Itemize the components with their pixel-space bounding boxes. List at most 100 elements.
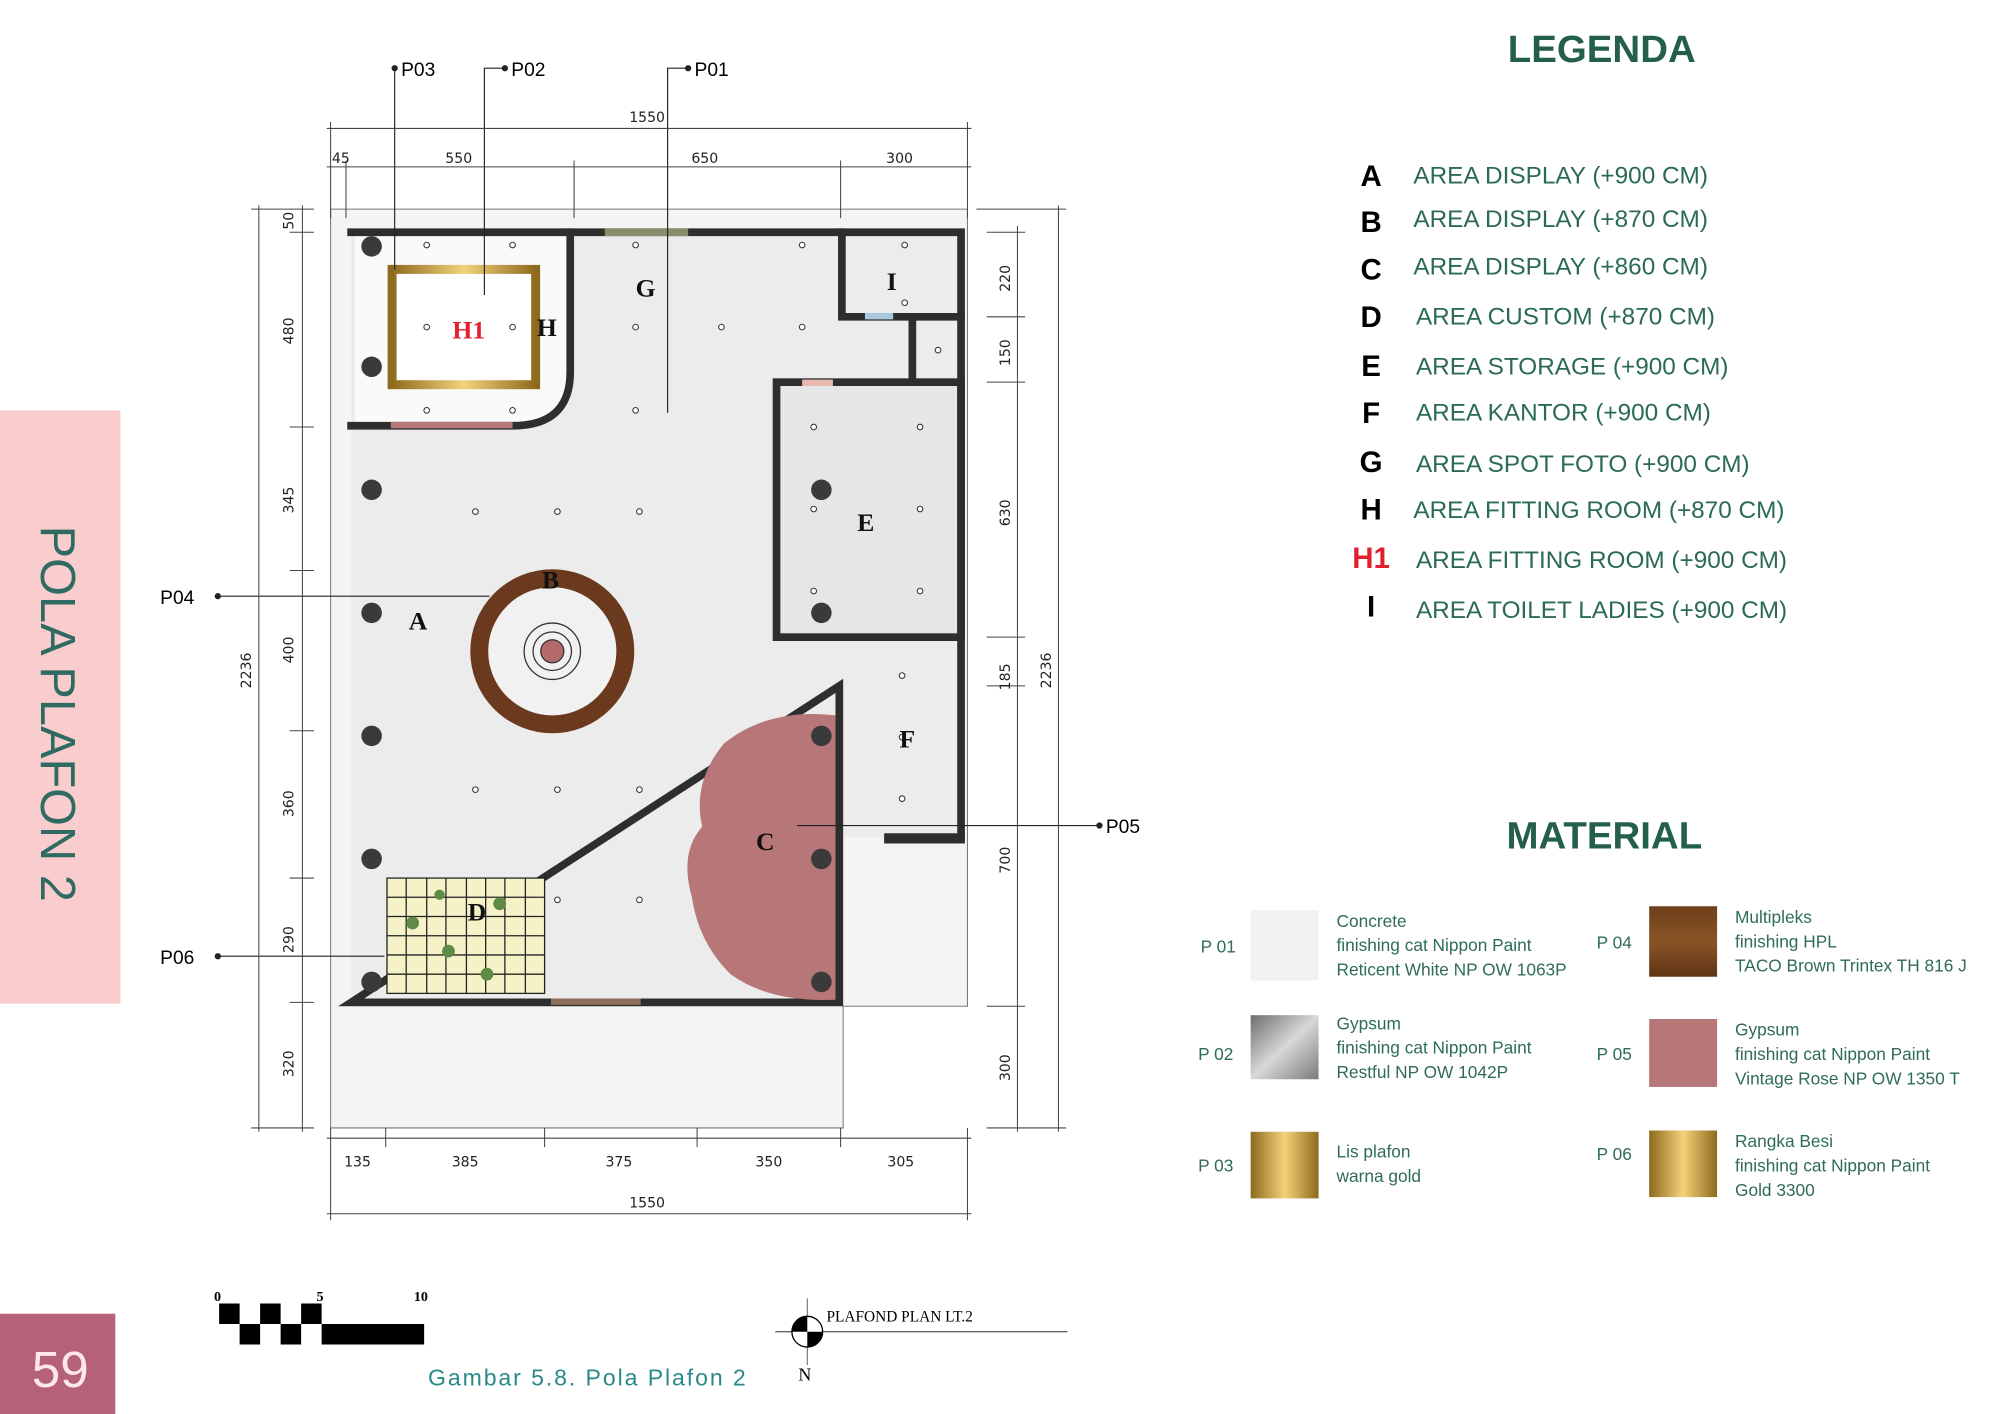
legend-label: AREA SPOT FOTO (+900 CM) — [1416, 451, 1750, 478]
legend-key: I — [1367, 591, 1375, 624]
material-item: P 06 Rangka Besi finishing cat Nippon Pa… — [1597, 1130, 1930, 1200]
legend-label: AREA KANTOR (+900 CM) — [1416, 400, 1711, 427]
storage-wall — [772, 378, 965, 642]
legend-key: D — [1360, 301, 1381, 334]
material-section: MATERIAL P 01 Concrete finishing cat Nip… — [1198, 815, 1967, 1200]
legend-label: AREA DISPLAY (+870 CM) — [1413, 206, 1708, 233]
dim-bottom: 305 — [887, 1154, 914, 1170]
dim-right: 150 — [998, 339, 1014, 366]
dim-left: 360 — [281, 790, 297, 817]
dim-top: 45 — [332, 151, 350, 167]
dim-top: 300 — [886, 151, 913, 167]
scale-bar: 0 5 10 — [214, 1289, 428, 1345]
material-line: Lis plafon — [1337, 1141, 1411, 1161]
material-code: P 05 — [1597, 1044, 1632, 1064]
figure-caption: Gambar 5.8. Pola Plafon 2 — [428, 1365, 748, 1391]
legend-key: H — [1360, 493, 1381, 526]
material-title: MATERIAL — [1506, 815, 1702, 858]
page-number: 59 — [32, 1341, 89, 1398]
b-center-light — [523, 622, 582, 681]
material-line: Restful NP OW 1042P — [1337, 1062, 1509, 1082]
material-code: P 04 — [1597, 933, 1633, 953]
floor-plan: A B C D E F G H H1 I P03 P02 P01 P04 P05… — [160, 60, 1140, 1221]
dim-right: 300 — [998, 1054, 1014, 1081]
room-label-h1: H1 — [452, 316, 485, 345]
dim-top-total: 1550 — [629, 110, 665, 126]
dim-left: 50 — [281, 212, 297, 230]
material-line: Gold 3300 — [1735, 1180, 1815, 1200]
room-label-a: A — [409, 606, 428, 635]
material-code: P 01 — [1201, 936, 1236, 956]
pointer-p06: P06 — [160, 948, 194, 969]
material-line: finishing cat Nippon Paint — [1337, 1038, 1532, 1058]
legend-key: H1 — [1352, 542, 1390, 575]
legend-key: C — [1360, 254, 1381, 287]
side-band: POLA PLAFON 2 — [0, 410, 121, 1004]
material-line: Reticent White NP OW 1063P — [1337, 959, 1567, 979]
material-code: P 02 — [1198, 1044, 1233, 1064]
door — [802, 379, 833, 387]
room-label-g: G — [636, 273, 656, 302]
plan-title: PLAFOND PLAN LT.2 — [827, 1308, 973, 1325]
dim-left: 400 — [281, 637, 297, 664]
pointer-p05: P05 — [1106, 817, 1140, 838]
door — [390, 421, 513, 429]
legend-label: AREA STORAGE (+900 CM) — [1416, 353, 1729, 380]
door — [864, 312, 894, 320]
material-swatch — [1649, 906, 1718, 977]
pointer-p04: P04 — [160, 588, 195, 609]
material-line: finishing cat Nippon Paint — [1735, 1044, 1930, 1064]
page-number-box: 59 — [0, 1313, 116, 1414]
material-swatch — [1250, 910, 1319, 981]
columns — [361, 236, 832, 993]
d-grid-ceiling — [386, 877, 546, 995]
dim-left: 290 — [281, 926, 297, 953]
material-code: P 03 — [1198, 1156, 1233, 1176]
material-line: Vintage Rose NP OW 1350 T — [1735, 1068, 1960, 1088]
scale-label: 0 — [214, 1289, 221, 1305]
dim-right: 220 — [998, 265, 1014, 292]
downlights — [423, 241, 942, 904]
b-center-ring — [532, 631, 573, 672]
dim-left-total: 2236 — [239, 653, 255, 689]
legend-key: G — [1360, 446, 1383, 479]
material-line: finishing HPL — [1735, 931, 1837, 951]
dim-bottom-total: 1550 — [629, 1195, 665, 1211]
material-line: TACO Brown Trintex TH 816 J — [1735, 956, 1967, 976]
legend-item: G AREA SPOT FOTO (+900 CM) — [1360, 446, 1750, 479]
door — [551, 998, 641, 1005]
material-item: P 02 Gypsum finishing cat Nippon Paint R… — [1198, 1013, 1532, 1082]
dim-bottom: 350 — [755, 1154, 782, 1170]
dim-bottom: 135 — [344, 1154, 371, 1170]
dim-left: 345 — [281, 487, 297, 514]
legend-key: F — [1362, 397, 1380, 430]
legend-item: F AREA KANTOR (+900 CM) — [1362, 397, 1711, 430]
material-swatch — [1649, 1130, 1718, 1198]
side-label: POLA PLAFON 2 — [30, 526, 84, 902]
scale-label: 10 — [414, 1289, 428, 1305]
material-item: P 04 Multipleks finishing HPL TACO Brown… — [1597, 906, 1967, 977]
storage-floor — [776, 382, 962, 638]
room-label-b: B — [542, 565, 559, 594]
b-center-dot — [540, 639, 565, 664]
material-line: Concrete — [1337, 911, 1407, 931]
material-swatch — [1649, 1019, 1718, 1087]
material-item: P 05 Gypsum finishing cat Nippon Paint V… — [1597, 1019, 1960, 1088]
legend-key: E — [1361, 350, 1381, 383]
material-swatch — [1250, 1015, 1319, 1080]
room-label-c: C — [756, 827, 775, 856]
north-label: N — [798, 1364, 811, 1384]
dim-top: 550 — [445, 151, 472, 167]
material-line: finishing cat Nippon Paint — [1337, 935, 1532, 955]
room-label-e: E — [857, 508, 874, 537]
door — [604, 228, 689, 237]
material-line: warna gold — [1336, 1166, 1422, 1186]
material-code: P 06 — [1597, 1144, 1632, 1164]
dim-right: 185 — [998, 663, 1014, 690]
room-label-d: D — [468, 897, 487, 926]
legend-key: A — [1360, 160, 1381, 193]
legend-label: AREA CUSTOM (+870 CM) — [1416, 303, 1715, 330]
